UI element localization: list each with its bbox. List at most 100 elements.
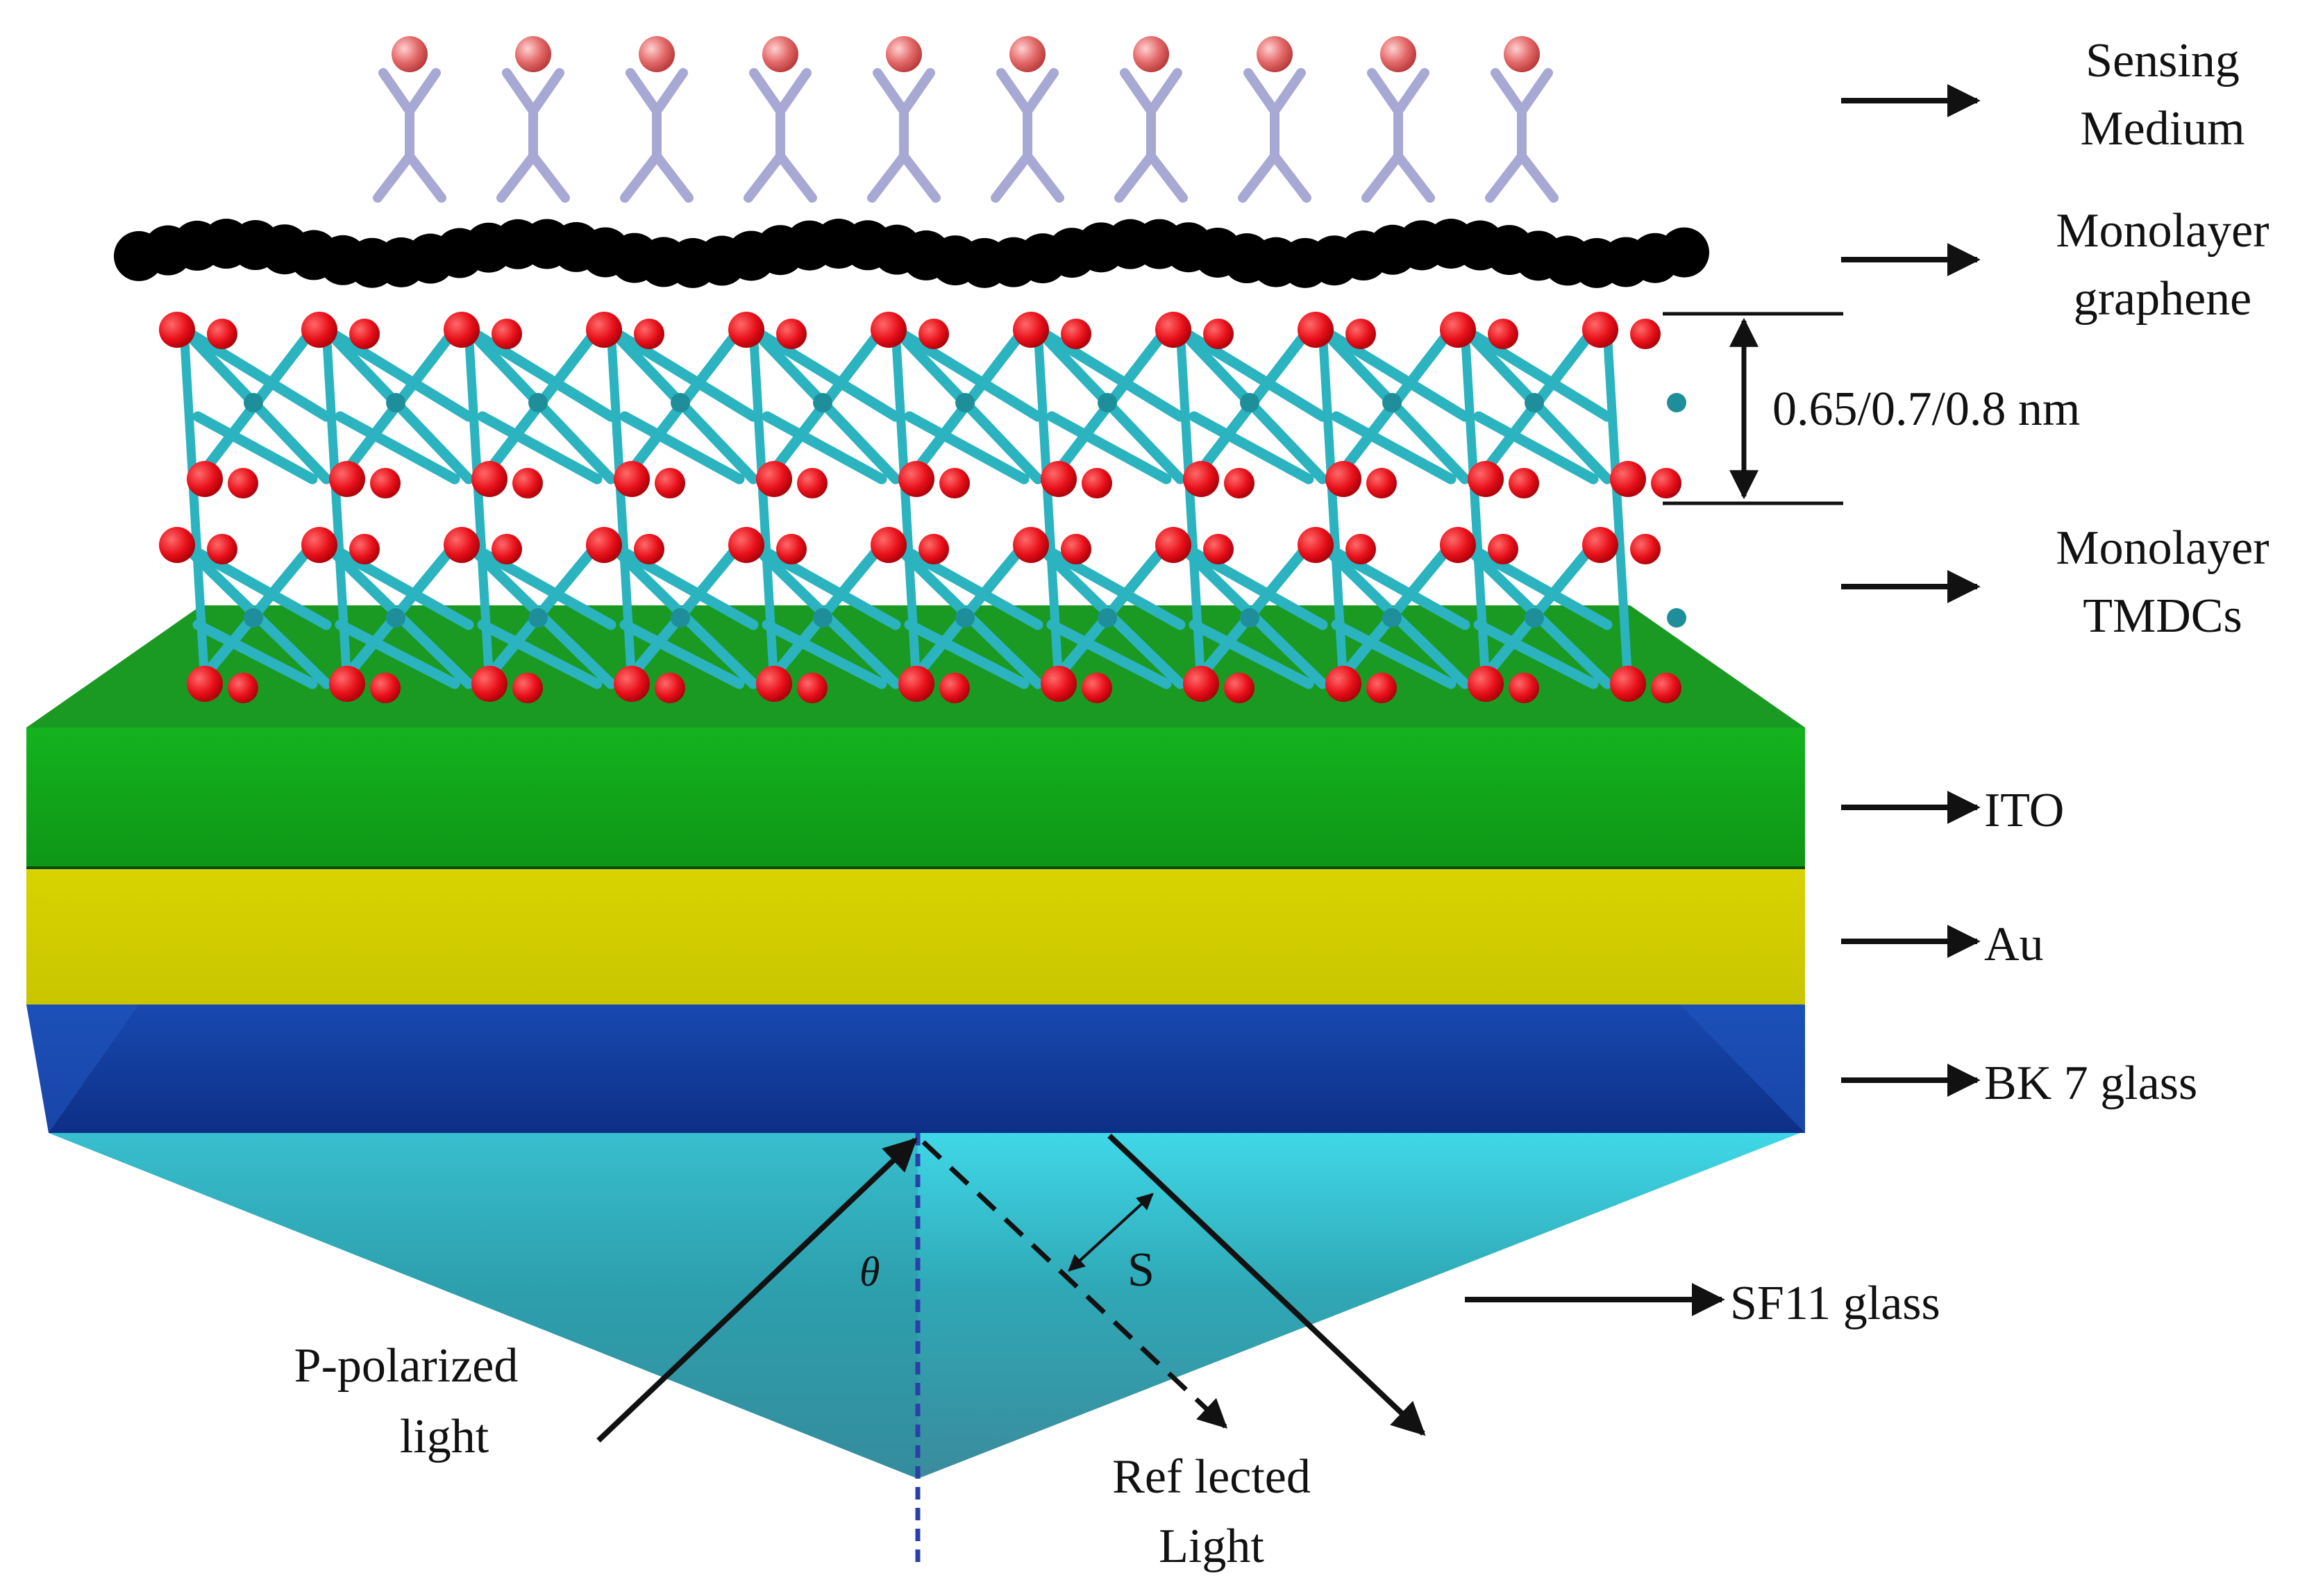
atom-icon — [1630, 534, 1661, 564]
atom-icon — [228, 468, 258, 498]
atom-icon — [1224, 468, 1254, 498]
atom-icon — [1366, 673, 1397, 703]
atom-icon — [614, 461, 650, 497]
atom-icon — [1488, 319, 1518, 349]
antigen-icon — [1133, 36, 1169, 72]
atom-icon — [1610, 666, 1646, 702]
tmdc-bond — [179, 329, 210, 684]
tmdc-bond — [1032, 539, 1186, 630]
antibody-icon — [1361, 36, 1435, 203]
atom-icon — [871, 312, 907, 348]
tmdc-bond — [335, 619, 460, 689]
atom-icon — [655, 468, 685, 498]
atom-icon — [1440, 312, 1476, 348]
atom-icon — [1183, 666, 1219, 702]
shift-label: S — [1127, 1243, 1155, 1297]
tmdc-bond — [335, 411, 460, 485]
atom-icon — [797, 673, 828, 703]
graphene-layer — [114, 219, 1709, 288]
tmdc-bond — [321, 539, 474, 630]
tmdc-bond — [192, 619, 318, 689]
atom-icon — [1061, 319, 1091, 349]
atom-icon — [1041, 461, 1077, 497]
atom-icon — [1082, 673, 1112, 703]
tmdc-bond — [1459, 324, 1613, 422]
sf11-prism — [49, 1133, 1800, 1479]
tmdc-bond — [1189, 411, 1314, 485]
atom-icon — [349, 534, 380, 564]
tmdc-bond — [1473, 411, 1599, 485]
atom-icon — [728, 527, 764, 563]
antigen-icon — [886, 36, 922, 72]
metal-atom — [1382, 393, 1402, 412]
metal-atom — [1240, 393, 1259, 412]
tmdc-bond — [1189, 619, 1314, 689]
tmdc-bond — [890, 324, 1043, 422]
metal-atom — [813, 608, 832, 628]
atom-icon — [1468, 666, 1504, 702]
atom-icon — [1488, 534, 1518, 564]
tmdc-bond — [321, 329, 352, 684]
atom-icon — [1183, 461, 1219, 497]
atom-icon — [1651, 468, 1681, 498]
atom-icon — [634, 319, 664, 349]
tmdc-bond — [1046, 619, 1172, 689]
tmdc-bond — [1331, 619, 1457, 689]
tmdc-bond — [192, 411, 318, 485]
antibody-icon — [1485, 36, 1559, 203]
theta-label: θ — [859, 1249, 880, 1295]
tmdc-bond — [605, 324, 759, 422]
tmdc-bond — [1331, 411, 1457, 485]
tmdc-bond — [1175, 324, 1328, 422]
tmdc-bond — [464, 329, 494, 684]
sf11-label: SF11 glass — [1730, 1277, 1940, 1330]
atom-icon — [655, 673, 685, 703]
atom-icon — [1298, 312, 1334, 348]
atom-icon — [349, 319, 380, 349]
incident-label-2: light — [400, 1410, 489, 1463]
atom-icon — [512, 673, 543, 703]
tmdc-bond — [463, 324, 616, 422]
atom-icon — [1582, 527, 1618, 563]
metal-atom — [386, 608, 405, 628]
tmdc-label-1: Monolayer — [2056, 521, 2269, 575]
antigen-icon — [1380, 36, 1416, 72]
bk7-bevel-right — [1680, 1005, 1805, 1133]
sensing-label-2: Medium — [2080, 102, 2244, 156]
atom-icon — [370, 673, 401, 703]
tmdc-bond — [890, 539, 1043, 630]
atom-icon — [187, 461, 223, 497]
atom-icon — [1203, 534, 1234, 564]
tmdc-bond — [605, 539, 759, 630]
antigen-icon — [515, 36, 551, 72]
atom-icon — [444, 312, 480, 348]
atom-icon — [1224, 673, 1254, 703]
tmdc-bond — [477, 619, 603, 689]
tmdc-bond — [904, 411, 1030, 485]
metal-atom — [1240, 608, 1259, 628]
atom-icon — [1298, 527, 1334, 563]
atom-icon — [614, 666, 650, 702]
metal-atom — [1382, 608, 1402, 628]
atom-icon — [187, 666, 223, 702]
tmdc-bond — [321, 324, 474, 422]
antibody-icon — [867, 36, 941, 203]
tmdc-bond — [178, 539, 332, 630]
atom-icon — [918, 534, 949, 564]
atom-icon — [898, 461, 934, 497]
antigen-icon — [762, 36, 798, 72]
atom-icon — [1155, 312, 1191, 348]
atom-icon — [301, 527, 337, 563]
tmdc-bond — [762, 411, 887, 485]
atom-icon — [370, 468, 401, 498]
metal-atom — [1667, 393, 1686, 412]
metal-atom — [1098, 608, 1117, 628]
reflected-label-1: Ref lected — [1112, 1450, 1311, 1504]
graphene-label-2: graphene — [2074, 272, 2252, 326]
metal-atom — [244, 393, 263, 412]
atom-icon — [512, 468, 543, 498]
tmdc-bond — [1459, 539, 1613, 630]
shift-double-arrow — [1068, 1193, 1154, 1272]
bk7-bevel-left — [26, 1005, 139, 1133]
